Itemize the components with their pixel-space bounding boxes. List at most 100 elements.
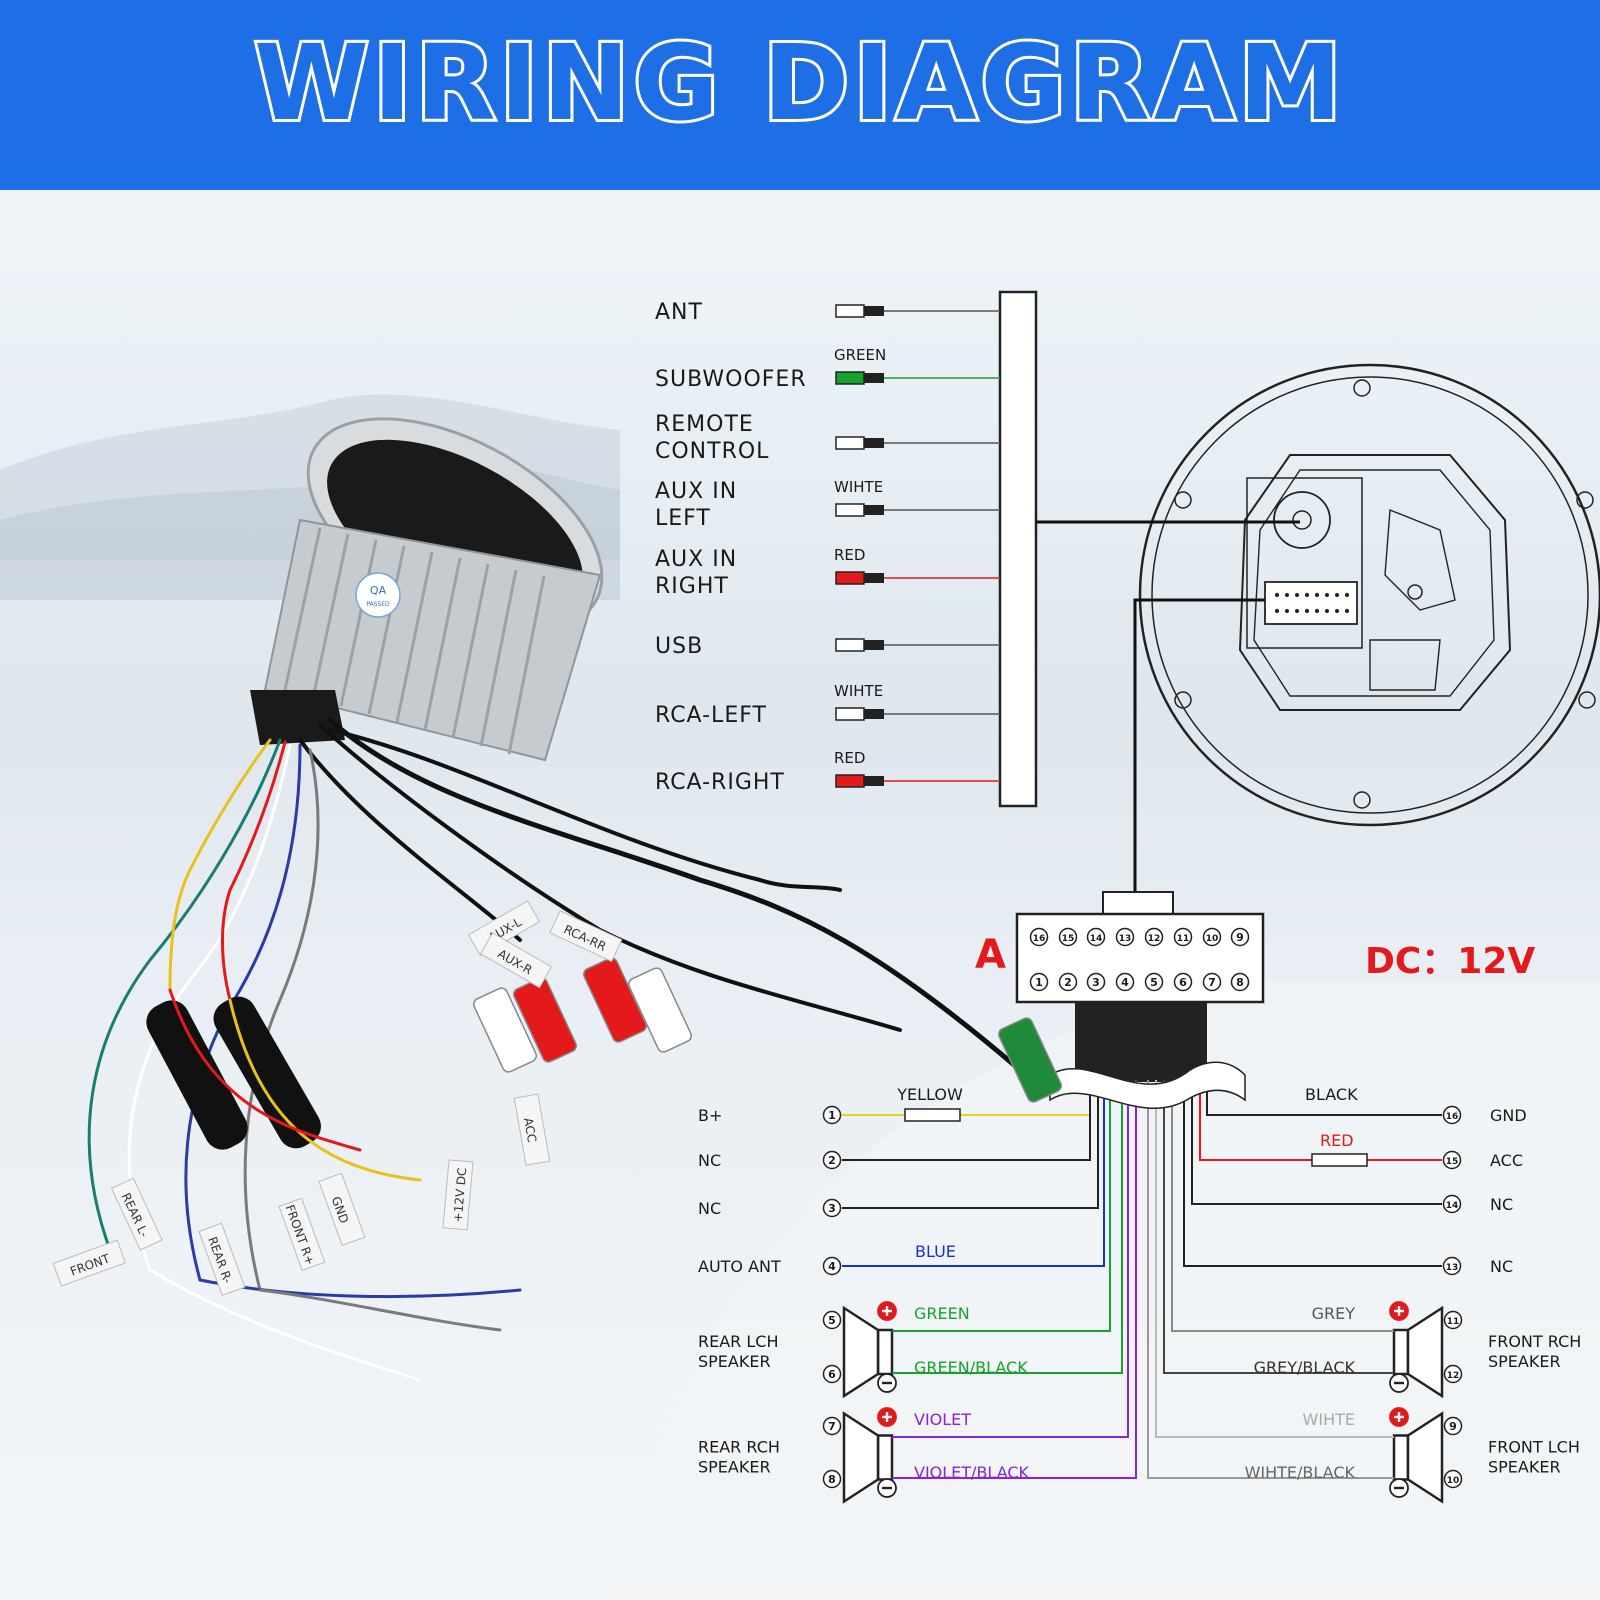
pin-label: 12 [1447, 1371, 1460, 1381]
housing-rib [1369, 639, 1441, 691]
socket-pin [1345, 593, 1349, 597]
screw-hole-icon [1353, 379, 1371, 397]
pin-label: 12 [1148, 934, 1161, 944]
wire-tag: FRONT [52, 1239, 127, 1287]
socket-pin [1335, 609, 1339, 613]
pin-circle [1230, 972, 1250, 992]
socket-pin [1295, 593, 1299, 597]
pin-circle [1443, 1416, 1463, 1436]
pin-circle [1443, 1310, 1463, 1330]
socket-pin [1285, 609, 1289, 613]
pin-circle [1442, 1150, 1462, 1170]
connector-pin: 6 [1173, 972, 1193, 992]
rca-plug-icon [835, 436, 865, 450]
speaker-name: SPEAKER [1488, 1352, 1561, 1371]
connector-body [1015, 912, 1265, 1004]
rca-plug-icon [835, 707, 865, 721]
rca-plug-photo [513, 977, 577, 1063]
speaker-icon [842, 1411, 894, 1504]
plus-icon [1389, 1301, 1409, 1321]
speaker-name: SPEAKER [1488, 1458, 1561, 1477]
harness-socket-icon [1264, 581, 1358, 625]
wire-tag: +12V DC [442, 1159, 474, 1231]
rca-name: CONTROL [655, 439, 769, 464]
speaker-icon [1392, 1411, 1444, 1504]
heatsink-fin [283, 527, 322, 691]
rca-name: ANT [655, 300, 703, 325]
heatsink-fin [423, 557, 462, 731]
socket-pin [1315, 609, 1319, 613]
rca-plug-icon [864, 776, 884, 786]
pin-circle [1173, 972, 1193, 992]
wire-nc [1191, 1080, 1442, 1205]
socket-pin [1275, 593, 1279, 597]
pin-label: 14 [1446, 1201, 1459, 1211]
wire-color-label: WIHTE [834, 682, 883, 700]
pin-circle [1230, 927, 1250, 947]
pin-number: 3 [822, 1198, 842, 1218]
wire-color-label: GREY/BLACK [1254, 1358, 1356, 1377]
connector-pin: 3 [1086, 972, 1106, 992]
pin-number: 4 [822, 1256, 842, 1276]
screw-hole-icon [1578, 691, 1596, 709]
pin-circle [822, 1105, 842, 1125]
fuse-holder-icon [146, 1000, 248, 1150]
rca-name: REMOTE [655, 412, 754, 437]
wire-tag-body [513, 1093, 551, 1166]
photo-cable [298, 738, 522, 942]
pin-circle [1115, 972, 1135, 992]
socket-pin [1335, 593, 1339, 597]
pin-function-label: NC [1490, 1257, 1513, 1276]
speaker-wire [892, 1080, 1129, 1438]
wire-blue [842, 1080, 1105, 1267]
wire-color-label: GREEN/BLACK [914, 1358, 1028, 1377]
pin-number: 1 [822, 1105, 842, 1125]
speaker-wire [892, 1080, 1123, 1374]
rca-plug-icon [835, 304, 865, 318]
wire-tag: REAR R- [198, 1222, 246, 1297]
connector-label: A [975, 932, 1006, 978]
photo-cable [148, 1268, 422, 1382]
pin-label: 2 [828, 1154, 836, 1167]
pin-label: 3 [1092, 976, 1100, 989]
screw-hole-icon [1353, 791, 1371, 809]
rca-plug-photo [473, 987, 537, 1073]
unit-inner-ring [1151, 376, 1589, 814]
plus-icon [877, 1301, 897, 1321]
rca-plug-icon [864, 573, 884, 583]
pin-number: 16 [1442, 1105, 1462, 1125]
rca-name: RIGHT [655, 574, 729, 599]
speaker-magnet [1392, 1434, 1410, 1481]
screw-hole-icon [1576, 491, 1594, 509]
photo-cable [328, 728, 842, 892]
pin-number: 8 [822, 1469, 842, 1489]
rca-name: LEFT [655, 506, 711, 531]
pin-circle [1086, 927, 1106, 947]
rca-plug-icon [864, 640, 884, 650]
rca-plug-icon [835, 774, 865, 788]
heatsink-fin [367, 545, 406, 715]
connector-backshell [1075, 1002, 1207, 1082]
rca-plug-icon [864, 373, 884, 383]
pin-function-label: NC [698, 1199, 721, 1218]
connector-pin: 15 [1058, 927, 1078, 947]
pin-label: 15 [1062, 934, 1075, 944]
rca-plug-icon [864, 505, 884, 515]
socket-pin [1305, 593, 1309, 597]
speaker-icon [842, 1305, 894, 1399]
pin-number: 7 [822, 1416, 842, 1436]
rca-plug-photo [998, 1017, 1062, 1103]
speaker-wire [1147, 1080, 1394, 1479]
wire-tag: FRONT R+ [278, 1197, 326, 1272]
connector-pin: 5 [1144, 972, 1164, 992]
socket-pin [1275, 609, 1279, 613]
photo-cable [258, 1288, 502, 1332]
socket-pin [1315, 593, 1319, 597]
speaker-cone [1406, 1411, 1444, 1504]
pin-label: 1 [828, 1109, 836, 1122]
pin-circle [1442, 1256, 1462, 1276]
socket-pin [1345, 609, 1349, 613]
